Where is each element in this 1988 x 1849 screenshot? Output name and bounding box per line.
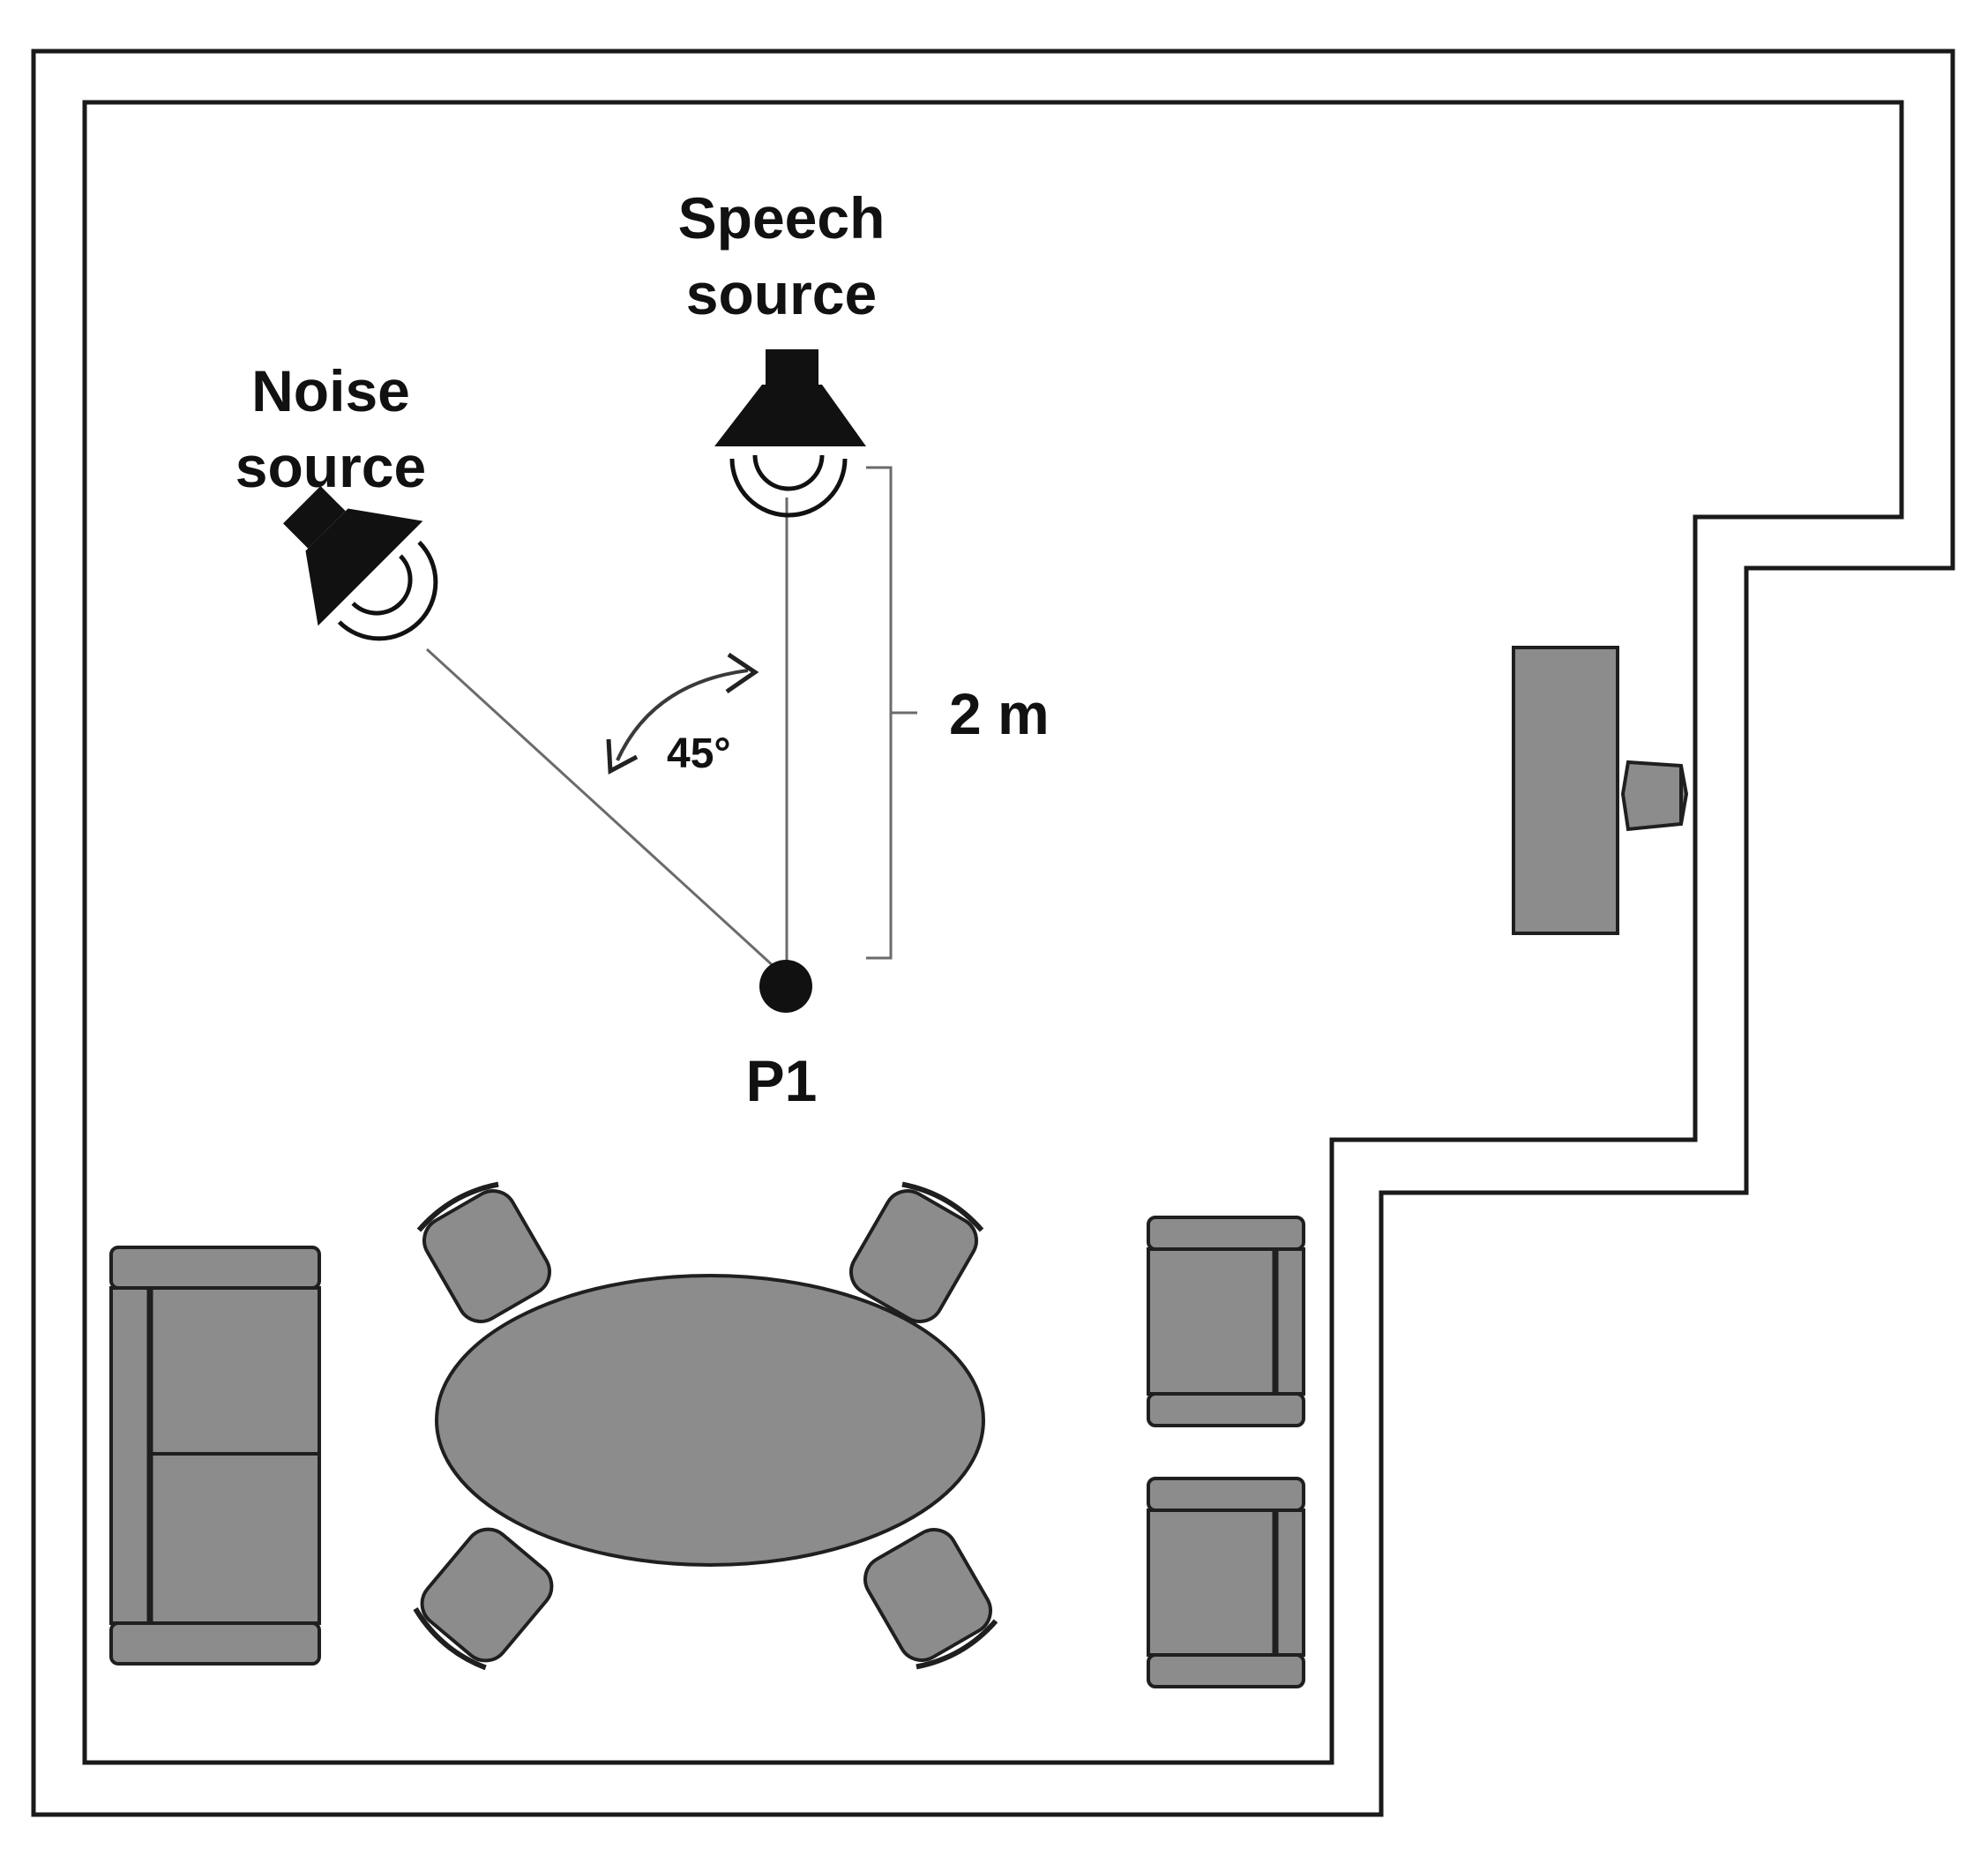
geometry: [425, 466, 917, 979]
chair-bottom-right: [863, 1528, 998, 1670]
outer-wall: [31, 49, 1955, 1817]
chair-top-right: [849, 1181, 984, 1323]
angle-arrow-head-down: [606, 738, 639, 775]
listener-dot-icon: [759, 960, 812, 1013]
noise-source-speaker-icon: [283, 486, 438, 641]
tv-cabinet: [1512, 646, 1689, 935]
armchair-lower: [1147, 1477, 1305, 1688]
position-label: P1: [746, 1048, 818, 1113]
angle-label: 45°: [667, 730, 731, 777]
walls: [31, 49, 1955, 1817]
distance-label: 2 m: [949, 681, 1050, 746]
distance-bracket: [866, 466, 917, 960]
angle-arrow-head-up: [725, 652, 759, 694]
dining-table: [435, 1274, 985, 1567]
noise-axis-line: [425, 648, 778, 970]
speech-source-label-line1: Speech: [678, 185, 886, 251]
noise-source-label-line2: source: [235, 434, 426, 499]
speech-source-label-line2: source: [686, 261, 877, 326]
tv-icon: [1620, 760, 1689, 832]
noise-source-label-line1: Noise: [251, 358, 410, 423]
chair-top-left: [416, 1181, 551, 1323]
speech-source-speaker-icon: [714, 349, 866, 518]
angle-arc: [616, 669, 749, 761]
armchair-upper: [1147, 1216, 1305, 1427]
cabinet: [1512, 646, 1619, 935]
inner-wall: [82, 100, 1904, 1765]
sofa: [109, 1246, 321, 1666]
chair-bottom-left: [413, 1527, 554, 1671]
labels: Speech source Noise source 2 m 45° P1: [235, 185, 1050, 1113]
